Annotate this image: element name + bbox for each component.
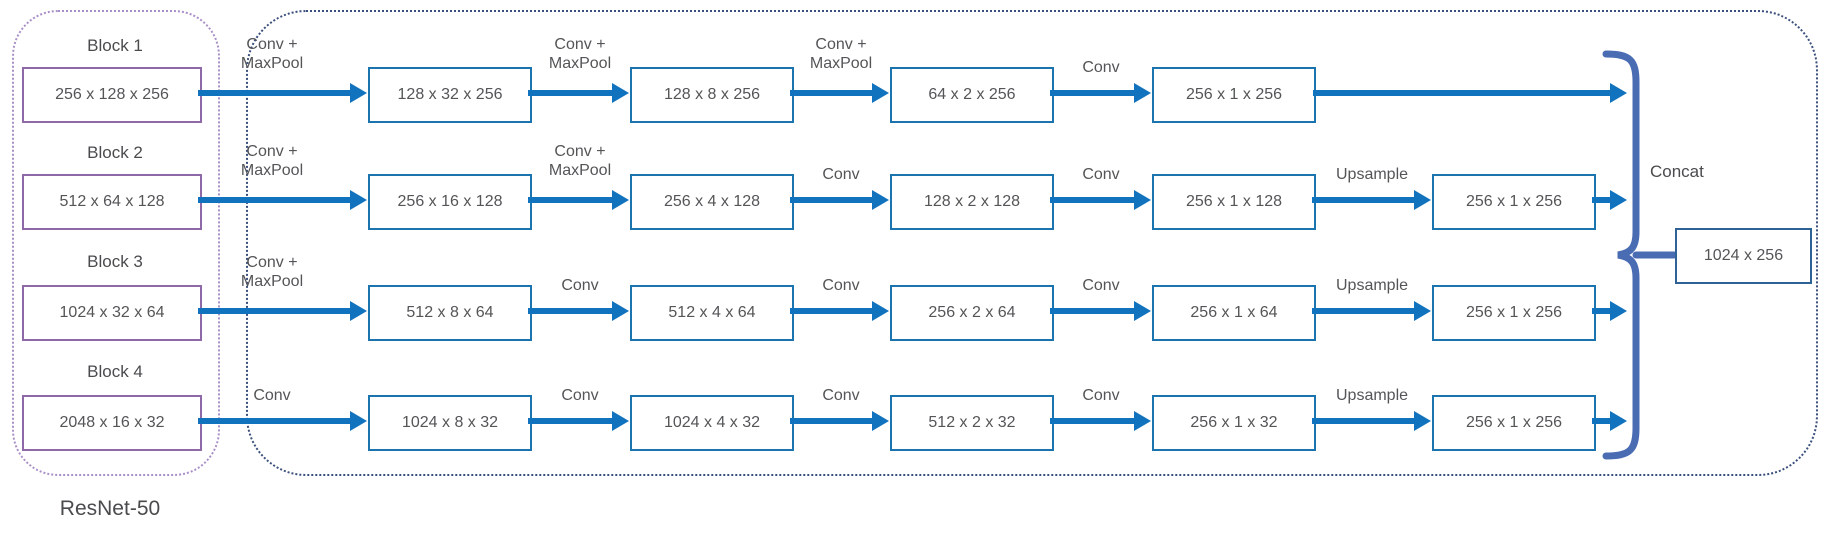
feature-box: 256 x 4 x 128 (630, 174, 794, 230)
op-label: Upsample (1335, 166, 1409, 183)
op-label: Conv (561, 387, 599, 404)
arrow (1592, 418, 1611, 424)
feature-box: 256 x 2 x 64 (890, 285, 1054, 341)
block-3-box: 1024 x 32 x 64 (22, 285, 202, 341)
arrow (1050, 90, 1135, 96)
block-4-label: Block 4 (87, 362, 143, 381)
op-label: Conv (1082, 277, 1120, 294)
op-label: Conv (822, 166, 860, 183)
block-4-box: 2048 x 16 x 32 (22, 395, 202, 451)
op-label: Conv (822, 387, 860, 404)
arrow (1050, 308, 1135, 314)
arrow (790, 197, 873, 203)
feature-box: 512 x 8 x 64 (368, 285, 532, 341)
resnet-panel (12, 10, 220, 476)
feature-box: 64 x 2 x 256 (890, 67, 1054, 123)
op-label: Conv + MaxPool (809, 36, 873, 72)
arrow (790, 90, 873, 96)
arrow (528, 418, 613, 424)
arrow (790, 308, 873, 314)
op-label: Conv + MaxPool (548, 143, 612, 179)
arrow (528, 308, 613, 314)
feature-box: 256 x 1 x 256 (1432, 395, 1596, 451)
arrow (1312, 418, 1415, 424)
block-2-label: Block 2 (87, 143, 143, 162)
op-label: Conv (561, 277, 599, 294)
op-label: Conv + MaxPool (548, 36, 612, 72)
feature-box: 1024 x 8 x 32 (368, 395, 532, 451)
arrow (790, 418, 873, 424)
arrow (198, 418, 351, 424)
arrow (198, 90, 351, 96)
arrow (1592, 197, 1611, 203)
block-1-label: Block 1 (87, 36, 143, 55)
block-1-box: 256 x 128 x 256 (22, 67, 202, 123)
arrow (528, 197, 613, 203)
arrow (198, 308, 351, 314)
arrow (1312, 308, 1415, 314)
feature-box: 256 x 1 x 256 (1152, 67, 1316, 123)
arrow (528, 90, 613, 96)
feature-box: 128 x 2 x 128 (890, 174, 1054, 230)
arrow (1312, 197, 1415, 203)
op-label: Conv (1082, 387, 1120, 404)
op-label: Conv (253, 387, 291, 404)
feature-box: 256 x 16 x 128 (368, 174, 532, 230)
concat-label: Concat (1650, 162, 1704, 181)
op-label: Upsample (1335, 277, 1409, 294)
arrow (198, 197, 351, 203)
pyramid-panel (246, 10, 1818, 476)
feature-box: 256 x 1 x 256 (1432, 285, 1596, 341)
arrow (1050, 197, 1135, 203)
feature-box: 1024 x 4 x 32 (630, 395, 794, 451)
feature-box: 512 x 4 x 64 (630, 285, 794, 341)
feature-box: 256 x 1 x 32 (1152, 395, 1316, 451)
arrow (1592, 308, 1611, 314)
op-label: Conv + MaxPool (240, 143, 304, 179)
concat-output-box: 1024 x 256 (1675, 228, 1812, 284)
arrow (1313, 90, 1611, 96)
op-label: Conv + MaxPool (240, 254, 304, 290)
op-label: Upsample (1335, 387, 1409, 404)
feature-box: 256 x 1 x 128 (1152, 174, 1316, 230)
op-label: Conv (1082, 59, 1120, 76)
feature-box: 512 x 2 x 32 (890, 395, 1054, 451)
resnet-title: ResNet-50 (59, 497, 161, 520)
feature-box: 256 x 1 x 64 (1152, 285, 1316, 341)
feature-box: 256 x 1 x 256 (1432, 174, 1596, 230)
concat-brace-icon (1602, 50, 1678, 460)
feature-box: 128 x 8 x 256 (630, 67, 794, 123)
feature-box: 128 x 32 x 256 (368, 67, 532, 123)
op-label: Conv + MaxPool (240, 36, 304, 72)
block-2-box: 512 x 64 x 128 (22, 174, 202, 230)
op-label: Conv (822, 277, 860, 294)
op-label: Conv (1082, 166, 1120, 183)
block-3-label: Block 3 (87, 252, 143, 271)
arrow (1050, 418, 1135, 424)
